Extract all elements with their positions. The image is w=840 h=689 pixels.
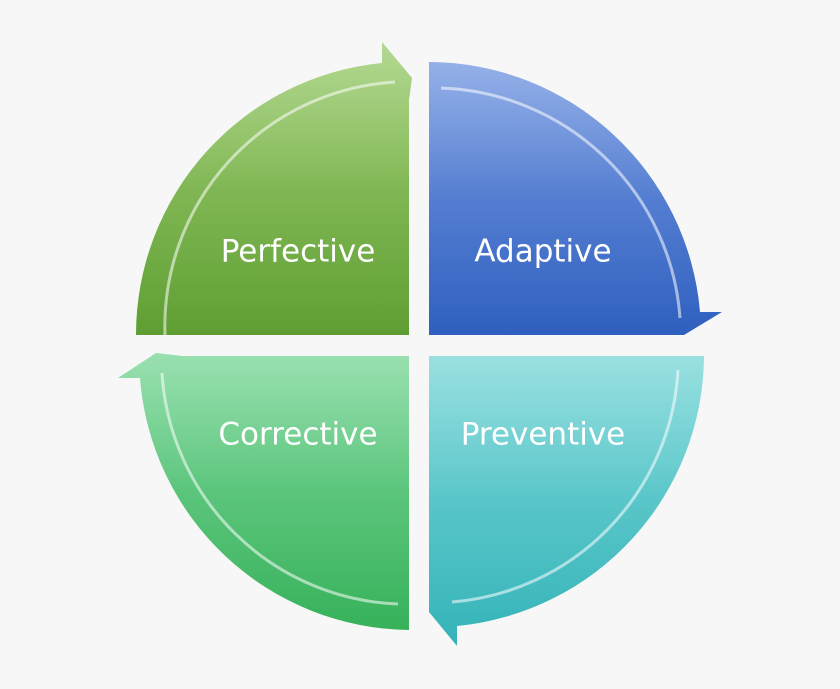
label-corrective: Corrective — [218, 417, 377, 453]
segment-corrective: Corrective — [118, 353, 409, 630]
segment-preventive: Preventive — [429, 356, 704, 646]
segment-adaptive: Adaptive — [429, 62, 722, 335]
preventive-inner-arc — [451, 369, 680, 604]
perfective-inner-arc — [163, 80, 396, 336]
segment-perfective: Perfective — [135, 42, 412, 336]
label-perfective: Perfective — [221, 234, 376, 270]
corrective-arrow-shape — [118, 353, 409, 630]
adaptive-inner-arc — [440, 86, 682, 319]
label-adaptive: Adaptive — [474, 234, 611, 270]
preventive-arrow-shape — [429, 356, 704, 646]
corrective-inner-arc — [160, 372, 399, 606]
label-preventive: Preventive — [461, 417, 626, 453]
